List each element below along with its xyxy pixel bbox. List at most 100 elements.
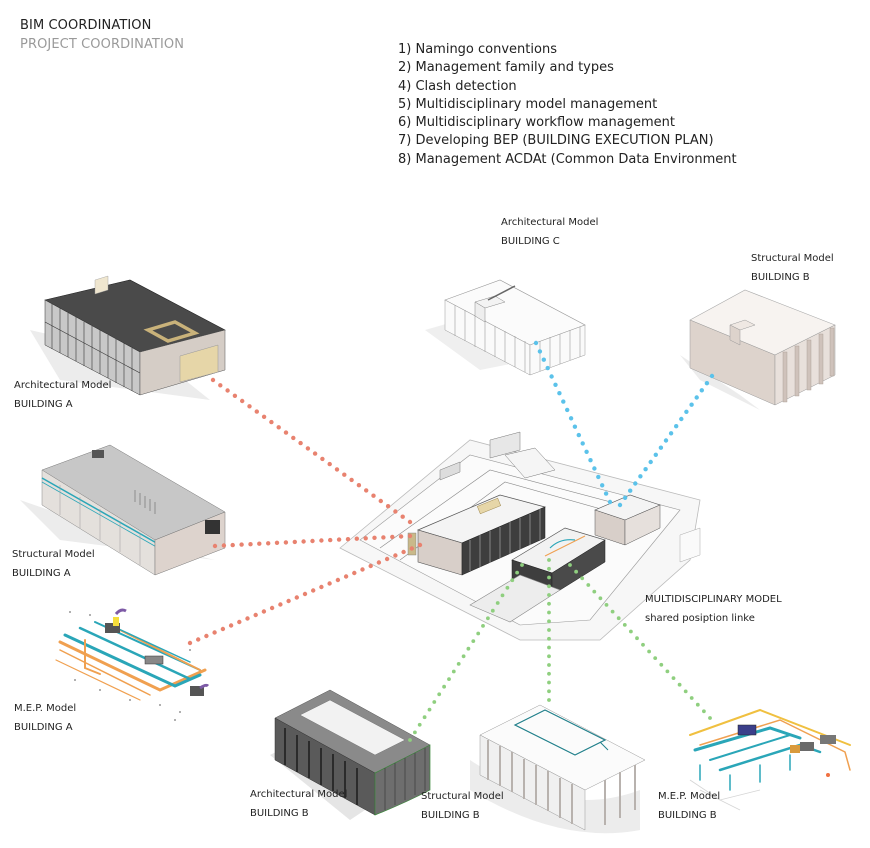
struct-model-building-b-top-illustration [680, 289, 836, 410]
link-dot [648, 459, 653, 465]
model-type: M.E.P. Model [658, 791, 721, 802]
link-dot [327, 461, 332, 467]
link-dot [671, 676, 676, 680]
link-dot [247, 404, 252, 409]
link-dot [301, 539, 306, 544]
link-dot [345, 537, 351, 542]
link-dot [269, 419, 274, 425]
model-building: BUILDING C [501, 236, 560, 247]
struct-model-building-a-illustration [20, 444, 226, 576]
link-dot [592, 466, 597, 471]
link-dot [586, 583, 591, 587]
link-dot [261, 609, 267, 614]
link-dot [547, 645, 551, 650]
link-dot [495, 601, 500, 605]
link-dot [557, 391, 562, 396]
model-label-struct-b: Structural Model BUILDING B [421, 787, 504, 825]
link-dot [204, 633, 209, 639]
link-dot [363, 536, 368, 541]
link-dot [461, 654, 466, 659]
link-dot [600, 483, 605, 488]
link-dot [547, 566, 551, 571]
link-dot [689, 696, 694, 700]
link-dot [520, 563, 524, 567]
link-dot [635, 636, 639, 641]
link-dot [422, 715, 427, 720]
link-dot [505, 585, 510, 590]
link-dot [372, 535, 377, 540]
link-dot [335, 577, 341, 583]
link-dot [312, 451, 318, 456]
link-dot [663, 438, 669, 443]
link-line-mep-b [568, 563, 712, 720]
link-dot [547, 636, 551, 641]
link-dot [547, 558, 551, 562]
link-dot [702, 709, 706, 714]
link-lines [187, 340, 715, 742]
link-dot [368, 563, 373, 569]
link-dot [638, 474, 643, 479]
link-dot [576, 432, 581, 438]
link-dot [417, 722, 422, 727]
link-dot [343, 574, 349, 579]
link-dot [547, 601, 551, 606]
link-dot [553, 382, 558, 387]
model-type: Structural Model [751, 253, 834, 264]
link-dot [547, 593, 551, 597]
link-dot [592, 589, 597, 594]
link-dot [476, 631, 481, 636]
center-model-caption: shared posiption linke [645, 613, 755, 624]
link-dot [510, 578, 515, 583]
link-dot [641, 642, 645, 647]
link-dot [610, 609, 615, 614]
link-dot [704, 381, 710, 386]
link-dot [447, 677, 451, 681]
link-dot [393, 553, 398, 558]
link-dot [230, 542, 235, 548]
link-dot [248, 542, 253, 547]
task-list: 1) Namingo conventions 2) Management fam… [398, 41, 737, 169]
page-subtitle: PROJECT COORDINATION [20, 37, 185, 52]
link-dot [545, 365, 550, 371]
link-dot [668, 431, 674, 436]
link-dot [689, 402, 694, 407]
link-dot [407, 519, 413, 525]
link-dot [266, 541, 271, 546]
model-label-mep-a: M.E.P. Model BUILDING A [14, 699, 76, 737]
link-dot [371, 493, 376, 498]
model-building: BUILDING A [14, 722, 73, 733]
link-dot [286, 598, 291, 604]
link-dot [547, 610, 551, 615]
link-dot [622, 623, 627, 627]
link-dot [490, 608, 495, 613]
link-dot [253, 612, 258, 618]
link-dot [187, 640, 193, 646]
model-type: M.E.P. Model [14, 703, 77, 714]
link-line-struct-b [547, 558, 551, 702]
link-dot [708, 716, 712, 720]
arch-model-building-c-illustration [425, 279, 586, 376]
link-dot [659, 662, 664, 667]
link-dot [254, 409, 259, 414]
model-type: Structural Model [12, 549, 95, 560]
model-building: BUILDING B [658, 810, 717, 821]
link-dot [432, 700, 437, 704]
model-type: Architectural Model [14, 380, 112, 391]
link-dot [709, 373, 715, 379]
model-type: Architectural Model [250, 789, 348, 800]
mep-model-building-a-illustration [55, 608, 210, 721]
link-dot [456, 662, 461, 666]
link-dot [547, 689, 551, 694]
link-dot [616, 616, 621, 621]
link-dot [407, 533, 413, 539]
link-dot [541, 357, 546, 362]
link-dot [466, 646, 471, 651]
link-dot [376, 560, 382, 565]
link-dot [628, 488, 633, 493]
link-dot [547, 584, 551, 589]
link-dot [320, 456, 325, 462]
link-dot [292, 539, 297, 545]
multidisciplinary-model-label: MULTIDISCIPLINARY MODEL shared posiption… [645, 590, 782, 628]
link-dot [617, 502, 623, 508]
model-label-struct-b-top: Structural Model BUILDING B [751, 249, 834, 287]
